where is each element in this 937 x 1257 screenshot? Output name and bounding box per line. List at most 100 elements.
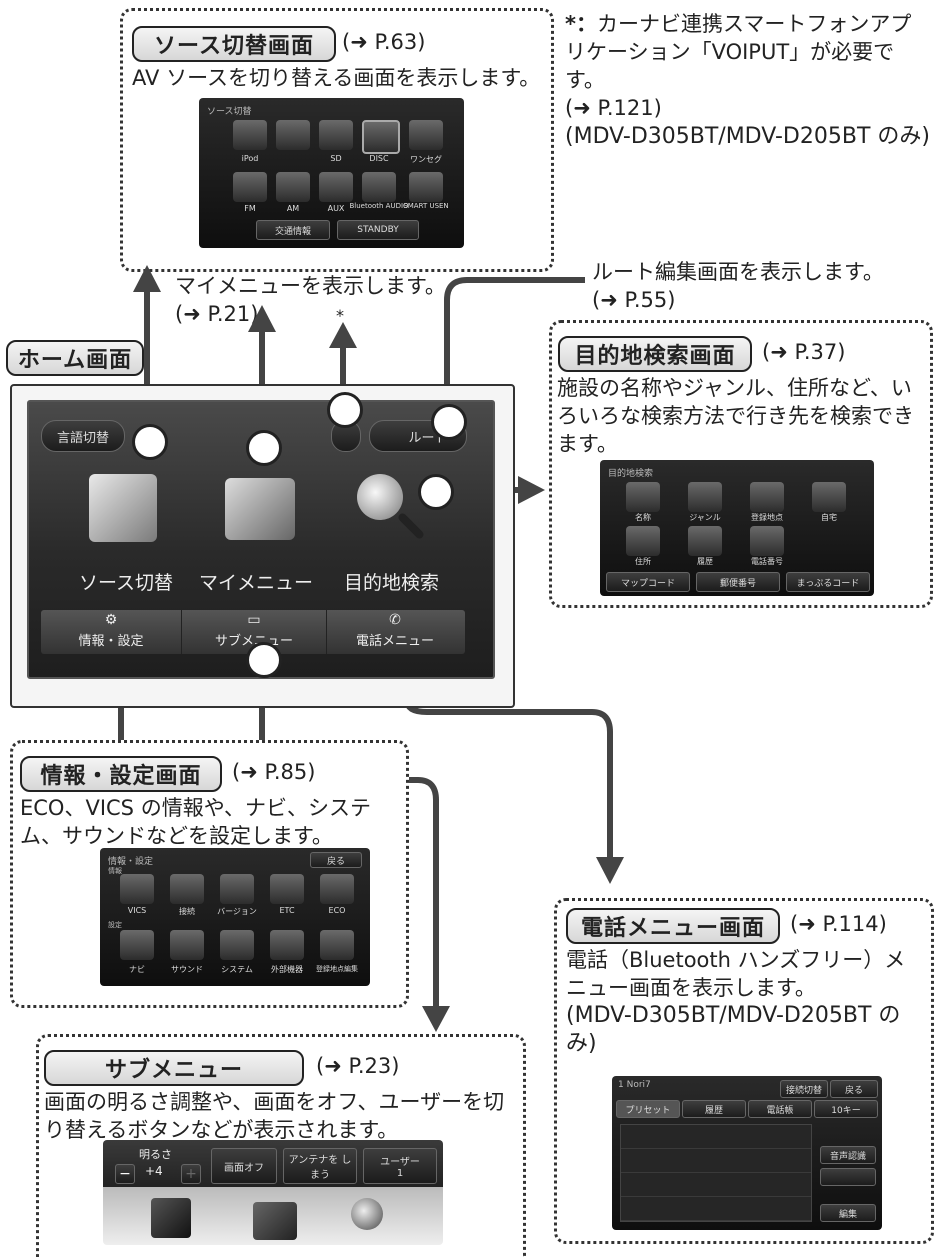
antenna-label: アンテナを しまう [288,1155,352,1181]
info-row2-label-5: 登録地点編集 [316,965,358,973]
tab-preset[interactable]: プリセット [616,1100,680,1118]
source-label-3: SD [330,154,342,163]
note-star: *： [565,12,597,36]
search-handle [396,511,426,541]
sd-icon [319,120,353,150]
brightness-value: +4 [145,1164,163,1178]
sub-mymenu-icon [253,1202,297,1240]
mapcode-button[interactable]: マップコード [606,572,690,592]
destination-ref: (➜ P.37) [762,340,846,364]
side-button-2[interactable] [820,1168,876,1186]
standby-label: STANDBY [357,225,399,235]
home-item-destination[interactable]: 目的地検索 [344,572,440,594]
destination-title: 目的地検索画面 [558,336,752,372]
home-screen: 言語切替 ルート ソース切替 マイメニュー 目的地検索 ⚙ 情報・設定 ▭ サブ… [27,400,495,679]
voice-recognition-button[interactable]: 音声認識 [820,1146,876,1164]
info-settings-ref: (➜ P.85) [232,760,316,784]
phone-menu-desc: 電話（Bluetooth ハンズフリー）メニュー画面を表示します。 [566,948,906,1000]
info-back-button[interactable]: 戻る [310,852,362,868]
voiput-note: *：カーナビ連携スマートフォンアプリケーション「VOIPUT」が必要です。 (➜… [565,10,930,151]
mymenu-callout: マイメニューを表示します。 (➜ P.21) [175,272,446,328]
submenu-ref: (➜ P.23) [316,1054,400,1078]
info-row2-label-1: ナビ [129,965,145,974]
phone-menu-title: 電話メニュー画面 [566,908,780,944]
info-row1-label-4: ETC [279,906,295,915]
user-button[interactable]: ユーザー 1 [363,1148,437,1184]
brightness-label: 明るさ [139,1148,172,1161]
callout-circle-submenu [246,642,282,678]
postal-code-button[interactable]: 郵便番号 [696,572,780,592]
callout-circle-mymenu [246,430,282,466]
preset-grid [620,1124,812,1222]
standby-button[interactable]: STANDBY [337,220,419,240]
phone-back-button[interactable]: 戻る [830,1080,878,1098]
phone-menu-button[interactable]: ✆ 電話メニュー [325,610,465,654]
source-screen-ref: (➜ P.63) [342,30,426,54]
tab-phonebook[interactable]: 電話帳 [748,1100,812,1118]
mapple-code-button[interactable]: まっぷるコード [786,572,870,592]
source-label-10: SMART USEN [403,202,449,210]
voice-recognition-label: 音声認識 [829,1151,866,1162]
home-screen-label: ホーム画面 [6,340,144,376]
oneseg-icon [409,120,443,150]
gear-icon: ⚙ [104,612,118,628]
route-edit-callout: ルート編集画面を表示します。 (➜ P.55) [592,258,884,314]
screen-off-button[interactable]: 画面オフ [211,1148,277,1184]
traffic-label: 交通情報 [274,226,311,237]
info-settings-button[interactable]: ⚙ 情報・設定 [41,610,181,654]
eco-icon [320,874,354,904]
version-icon [220,874,254,904]
name-icon [626,482,660,512]
minus-label: − [119,1166,131,1182]
edit-button[interactable]: 編集 [820,1204,876,1222]
window-icon: ▭ [247,612,261,628]
smart-usen-icon [409,172,443,202]
brightness-plus-button[interactable]: + [181,1164,201,1184]
aux-icon [319,172,353,202]
dest-label-3: 登録地点 [751,513,783,522]
dest-label-7: 電話番号 [751,557,783,566]
note-models: (MDV-D305BT/MDV-D205BT のみ) [565,124,930,149]
postal-code-label: 郵便番号 [719,578,756,589]
info-settings-desc: ECO、VICS の情報や、ナビ、システム、サウンドなどを設定します。 [20,796,372,848]
user-label: ユーザー [380,1157,420,1168]
user-value: 1 [396,1168,404,1179]
dest-label-6: 履歴 [697,557,713,566]
source-label-8: AUX [327,204,345,213]
info-row1-label-3: バージョン [217,907,257,916]
fm-icon [233,172,267,202]
search-icon [357,474,403,520]
info-row2-label-3: システム [221,965,253,974]
source-label-9: Bluetooth AUDIO [349,202,409,210]
tab-history[interactable]: 履歴 [682,1100,746,1118]
language-switch-button[interactable]: 言語切替 [41,420,125,452]
callout-circle-voice [327,392,363,428]
navi-icon [120,930,154,960]
callout-circle-search [418,474,454,510]
brightness-minus-button[interactable]: − [115,1164,135,1184]
phone-icon: ✆ [389,612,401,628]
tab-10key-label: 10キー [831,1105,861,1116]
mapcode-label: マップコード [620,578,675,589]
tab-history-label: 履歴 [704,1105,723,1116]
registered-point-icon [750,482,784,512]
mymenu-ref: (➜ P.21) [175,302,259,326]
tab-10key[interactable]: 10キー [814,1100,878,1118]
route-button[interactable]: ルート [369,420,467,452]
dest-label-5: 住所 [635,557,651,566]
history-icon [688,526,722,556]
mymenu-icon [225,478,295,540]
home-item-mymenu[interactable]: マイメニュー [199,572,314,594]
phone-back-label: 戻る [844,1085,863,1096]
asterisk-mark: * [336,306,344,325]
source-label-5: ワンセグ [410,155,442,164]
tab-preset-label: プリセット [625,1105,671,1116]
screen-off-label: 画面オフ [224,1162,264,1174]
home-item-source[interactable]: ソース切替 [79,572,174,594]
source-screen-shot: ソース切替 iPod SD DISC ワンセグ FM AM AUX Blueto… [199,98,464,248]
antenna-button[interactable]: アンテナを しまう [283,1148,357,1184]
connect-switch-button[interactable]: 接続切替 [780,1080,828,1098]
edit-point-icon [320,930,354,960]
traffic-info-button[interactable]: 交通情報 [256,220,330,240]
ipod-icon [233,120,267,150]
